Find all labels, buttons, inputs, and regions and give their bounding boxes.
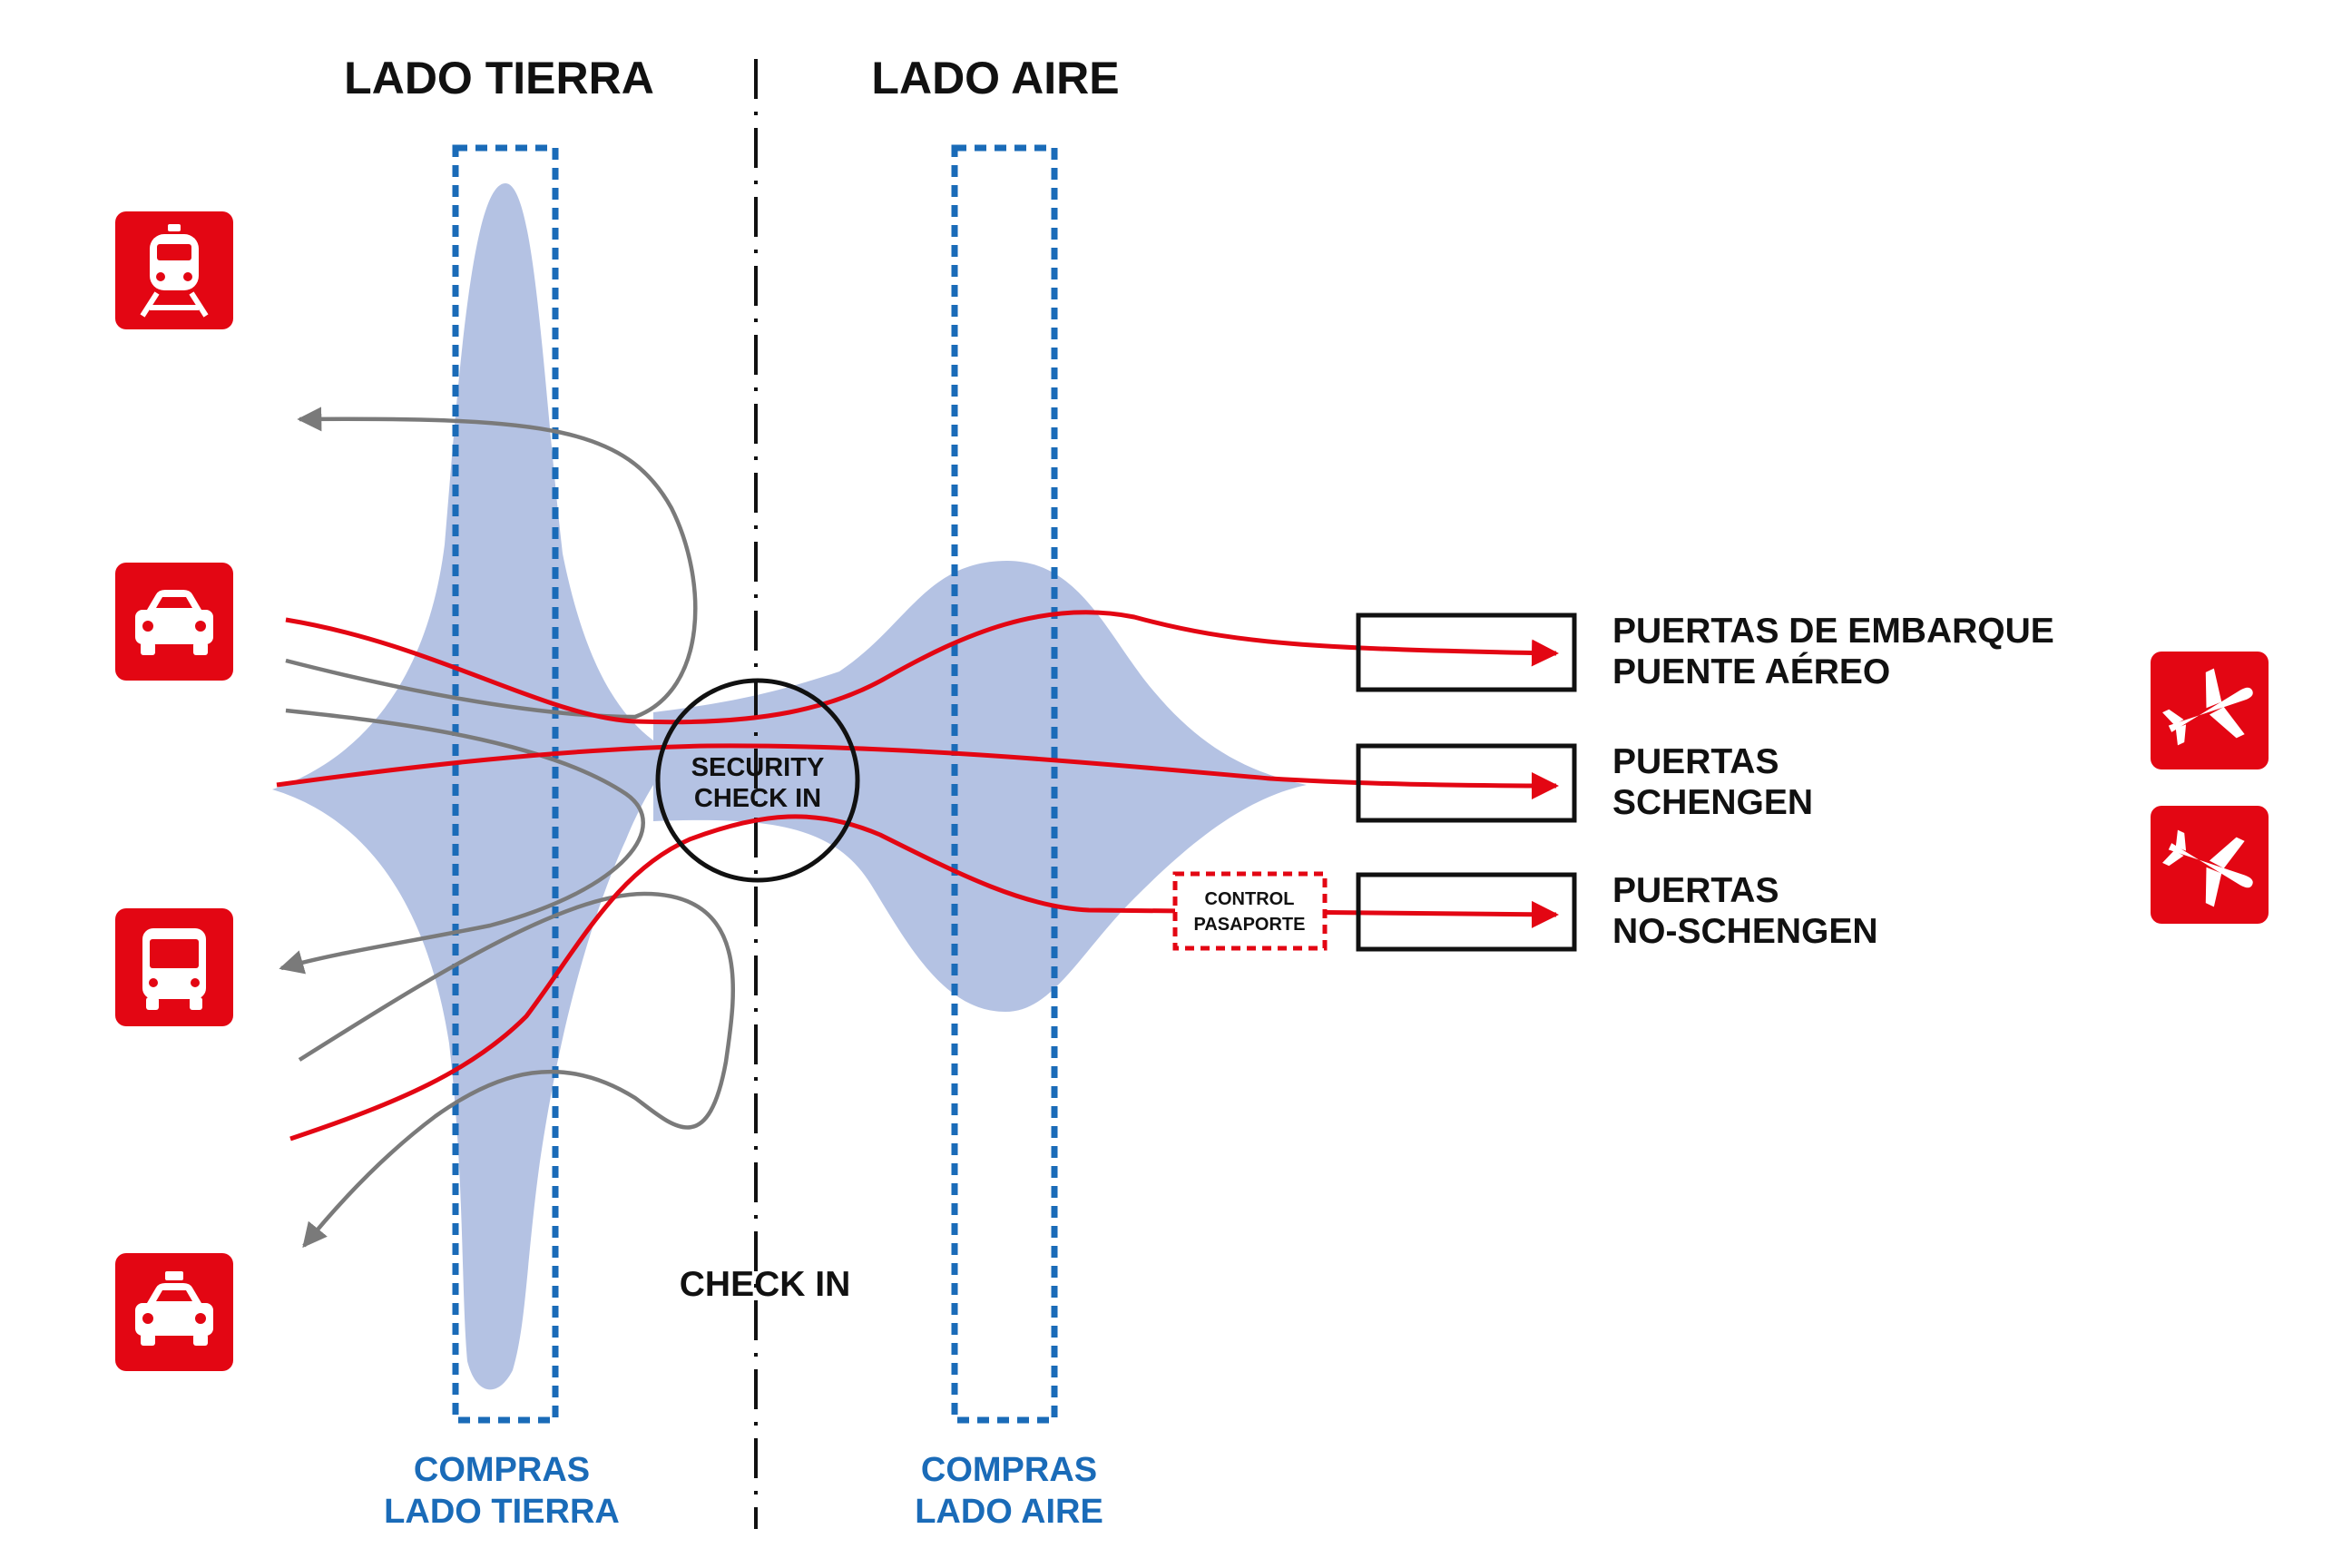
shopping-landside-line1: COMPRAS bbox=[414, 1451, 590, 1489]
landside-density-shape bbox=[272, 183, 690, 1390]
grey-flows bbox=[279, 407, 736, 1249]
heading-airside: LADO AIRE bbox=[871, 53, 1119, 103]
red-flow-puente-aereo bbox=[285, 610, 1559, 725]
airside-density-shape bbox=[653, 561, 1307, 1012]
passport-label-line2: PASAPORTE bbox=[1194, 915, 1306, 935]
car-icon bbox=[115, 563, 233, 681]
passport-label-line1: CONTROL bbox=[1205, 889, 1295, 909]
gate-box-puente-aereo bbox=[1356, 612, 1577, 692]
check-in-label: CHECK IN bbox=[680, 1265, 851, 1304]
gate-label-schengen-line2: SCHENGEN bbox=[1612, 783, 1813, 822]
shopping-landside-line2: LADO TIERRA bbox=[384, 1493, 620, 1531]
airside-shopping-zone bbox=[951, 144, 1058, 1424]
landside-shopping-zone bbox=[452, 144, 559, 1424]
arrivals-icon bbox=[2151, 806, 2269, 924]
departures-icon bbox=[2151, 652, 2269, 769]
taxi-icon bbox=[115, 1253, 233, 1371]
gate-label-puente-aereo-line2: PUENTE AÉREO bbox=[1612, 652, 1890, 691]
passport-control-box: CONTROL PASAPORTE bbox=[1172, 871, 1328, 951]
shopping-airside-line1: COMPRAS bbox=[921, 1451, 1097, 1489]
grey-flow-1 bbox=[285, 407, 698, 720]
grey-flow-2 bbox=[279, 708, 645, 975]
train-icon bbox=[115, 211, 233, 329]
red-flow-schengen bbox=[276, 743, 1559, 799]
gate-label-puente-aereo-line1: PUERTAS DE EMBARQUE bbox=[1612, 612, 2054, 651]
security-check-node: SECURITY CHECK IN bbox=[655, 678, 860, 883]
bus-icon bbox=[115, 908, 233, 1026]
security-label-line2: CHECK IN bbox=[694, 784, 821, 813]
heading-landside: LADO TIERRA bbox=[344, 53, 654, 103]
security-label-line1: SECURITY bbox=[691, 753, 825, 782]
gate-box-schengen bbox=[1356, 743, 1577, 823]
gate-label-no-schengen-line1: PUERTAS bbox=[1612, 871, 1779, 910]
grey-flow-3 bbox=[298, 891, 736, 1249]
shopping-airside-line2: LADO AIRE bbox=[915, 1493, 1103, 1531]
gate-label-schengen-line1: PUERTAS bbox=[1612, 742, 1779, 781]
gate-box-no-schengen bbox=[1356, 872, 1577, 952]
gate-label-no-schengen-line2: NO-SCHENGEN bbox=[1612, 912, 1878, 951]
